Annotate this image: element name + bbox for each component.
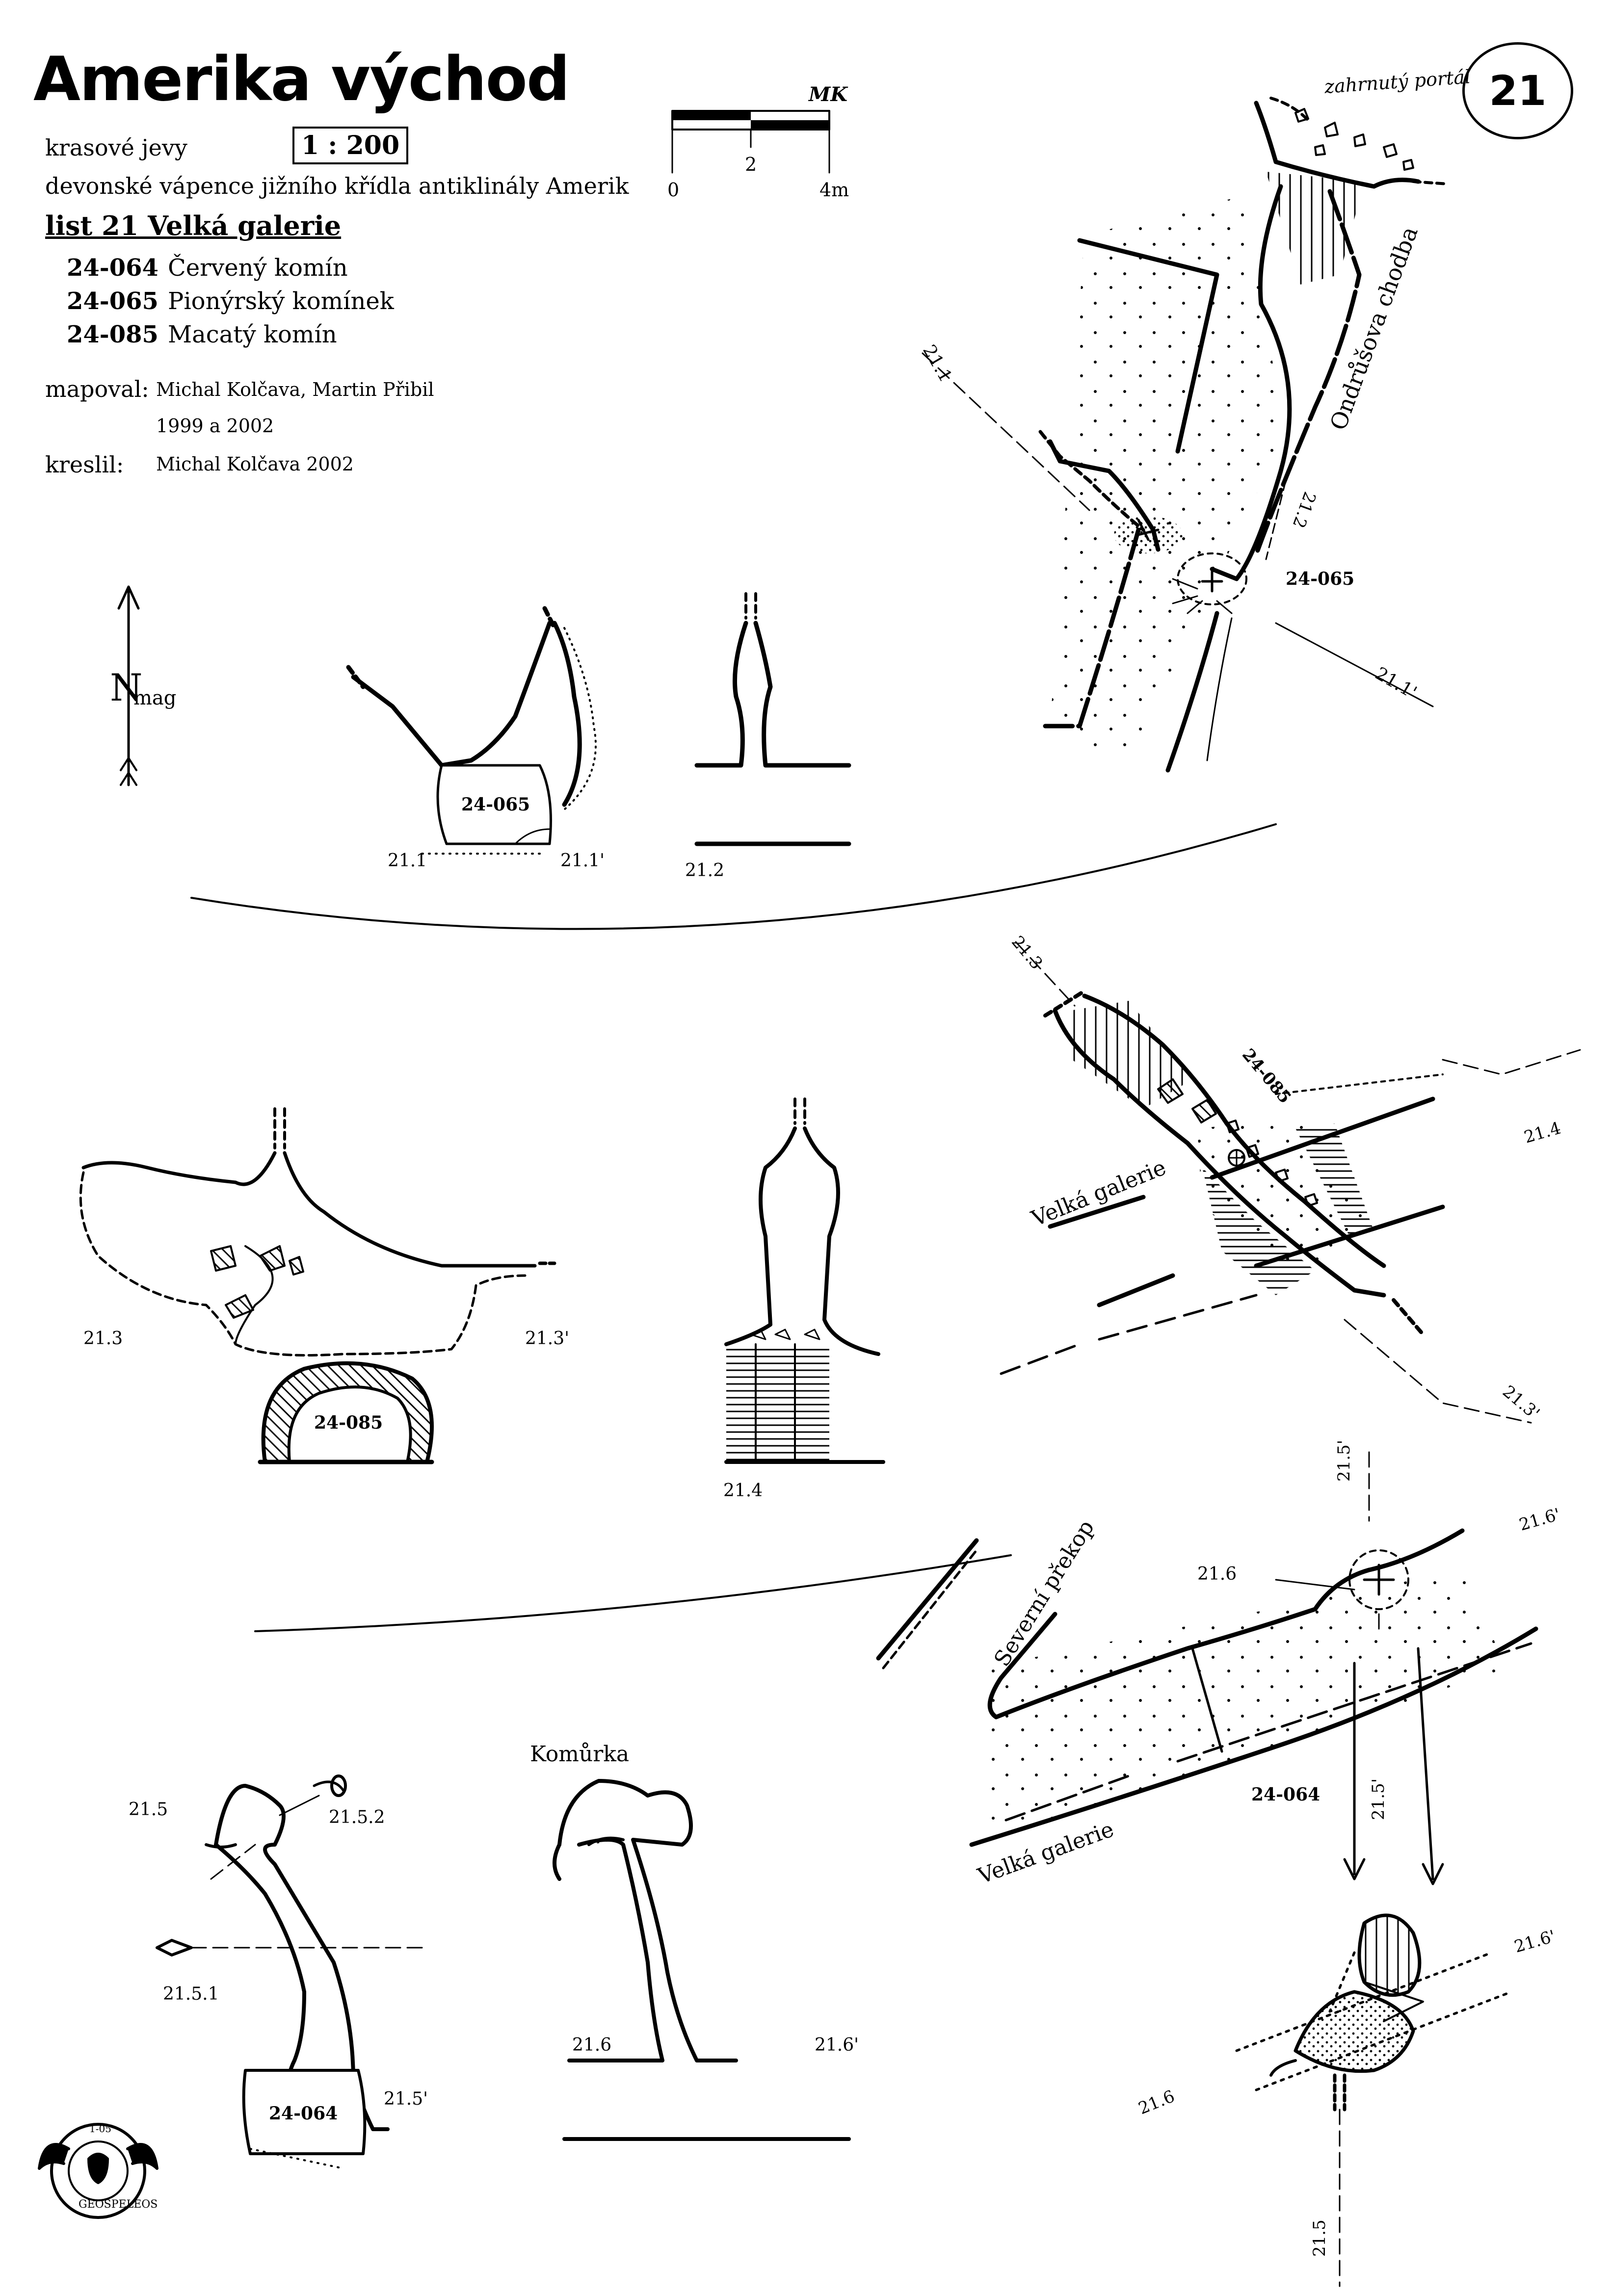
section-marker: 21.6 [1197,1564,1237,1584]
feature-label-24-085: 24-085 [314,1412,383,1433]
scalebar-tick-4m: 4m [819,179,849,201]
section-marker: 21.1' [1372,663,1420,703]
logo-number: 1-05 [89,2123,111,2135]
section-marker: 21.4 [723,1481,763,1501]
section-marker: 21.6 [1136,2087,1177,2118]
logo-text: GEOSPELEOS [79,2198,158,2211]
label-komurka: Komůrka [530,1742,629,1767]
label-portal: zahrnutý portál [1323,66,1472,98]
section-marker: 21.6' [1517,1505,1562,1535]
section-marker: 21.3' [525,1329,569,1349]
section-marker: 21.5' [1369,1778,1388,1820]
section-21-2: 21.2 [685,592,851,881]
feature-label-24-065: 24-065 [461,794,530,815]
section-divider [190,823,1277,930]
feature-name: Pionýrský komínek [168,287,394,315]
feature-item: 24-064 Červený komín [67,254,394,287]
feature-list: 24-064 Červený komín 24-065 Pionýrský ko… [67,254,394,354]
geospeleos-logo-icon: GEOSPELEOS 1-05 [38,2123,158,2219]
section-marker: 21.5' [384,2089,428,2109]
feature-label-24-085: 24-085 [1238,1045,1295,1107]
section-marker: 21.5.1 [163,1984,219,2004]
section-21-6-komurka: Komůrka 21.6 21.6' [530,1742,859,2141]
section-marker: 21.3 [1007,932,1046,973]
feature-item: 24-065 Pionýrský komínek [67,287,394,321]
section-divider [254,1554,1012,1632]
feature-label-24-064: 24-064 [269,2103,338,2124]
mapped-by: Michal Kolčava, Martin Přibil [156,379,434,400]
section-marker: 21.4 [1522,1118,1563,1147]
section-21-1: 24-065 21.1 21.1' [346,606,605,871]
scale-ratio: 1 : 200 [292,127,409,164]
scalebar-initials: MK [808,83,848,106]
section-marker: 21.1' [560,851,605,871]
feature-code: 24-065 [67,287,158,315]
section-21-5: 24-064 21.5 21.5.2 21.5.1 21.5' [129,1774,428,2169]
geology-label: devonské vápence jižního křídla antiklin… [45,173,629,199]
section-marker: 21.5.2 [329,1807,385,1827]
section-marker: 21.6' [815,2035,859,2055]
feature-item: 24-085 Macatý komín [67,321,394,354]
feature-name: Červený komín [168,254,348,282]
section-marker: 21.5' [1334,1440,1354,1482]
section-marker: 21.6' [1512,1927,1558,1957]
section-21-4: 21.4 [723,1097,885,1501]
section-marker: 21.6 [572,2035,611,2055]
section-marker: 21.1 [919,341,956,386]
feature-code: 24-085 [67,321,158,348]
drawn-label: kreslil: [45,451,124,478]
feature-label-24-065: 24-065 [1286,569,1354,589]
section-marker: 21.3' [1499,1382,1543,1423]
plan-velka-galerie-24-085 [1000,941,1581,1424]
section-marker: 21.2 [1289,489,1320,531]
map-title: Amerika východ [33,44,570,115]
scalebar-tick-0: 0 [667,179,679,201]
label-velka-galerie: Velká galerie [1028,1155,1169,1231]
section-marker: 21.2 [685,861,724,881]
section-marker: 21.5 [129,1800,168,1820]
sheet-number-badge: 21 [1462,42,1573,139]
plan-severni-prekop-24-064: 24-064 21.6 21.5' 21.5' 21.6' 21.6' 21.6… [876,1440,1562,2287]
feature-label-24-064: 24-064 [1251,1784,1320,1805]
scalebar-tick-2: 2 [745,154,757,175]
sheet-label: list 21 Velká galerie [45,210,342,241]
north-arrow-icon: N mag [110,585,176,786]
mapped-label: mapoval: [45,376,149,402]
plan-ondrusova-chodba [922,97,1449,773]
north-sub-label: mag [133,687,176,709]
feature-code: 24-064 [67,254,158,282]
section-marker: 21.3 [83,1329,123,1349]
north-label: N [110,666,143,709]
section-21-3: 24-085 21.3 21.3' [79,1107,569,1464]
section-marker: 21.1 [388,851,427,871]
mapped-years: 1999 a 2002 [156,415,274,437]
feature-name: Macatý komín [168,321,337,348]
drawn-by: Michal Kolčava 2002 [156,453,354,475]
category-label: krasové jevy [45,134,187,161]
section-marker: 21.5 [1310,2219,1329,2257]
scale-bar: MK 0 2 4m [667,83,849,201]
